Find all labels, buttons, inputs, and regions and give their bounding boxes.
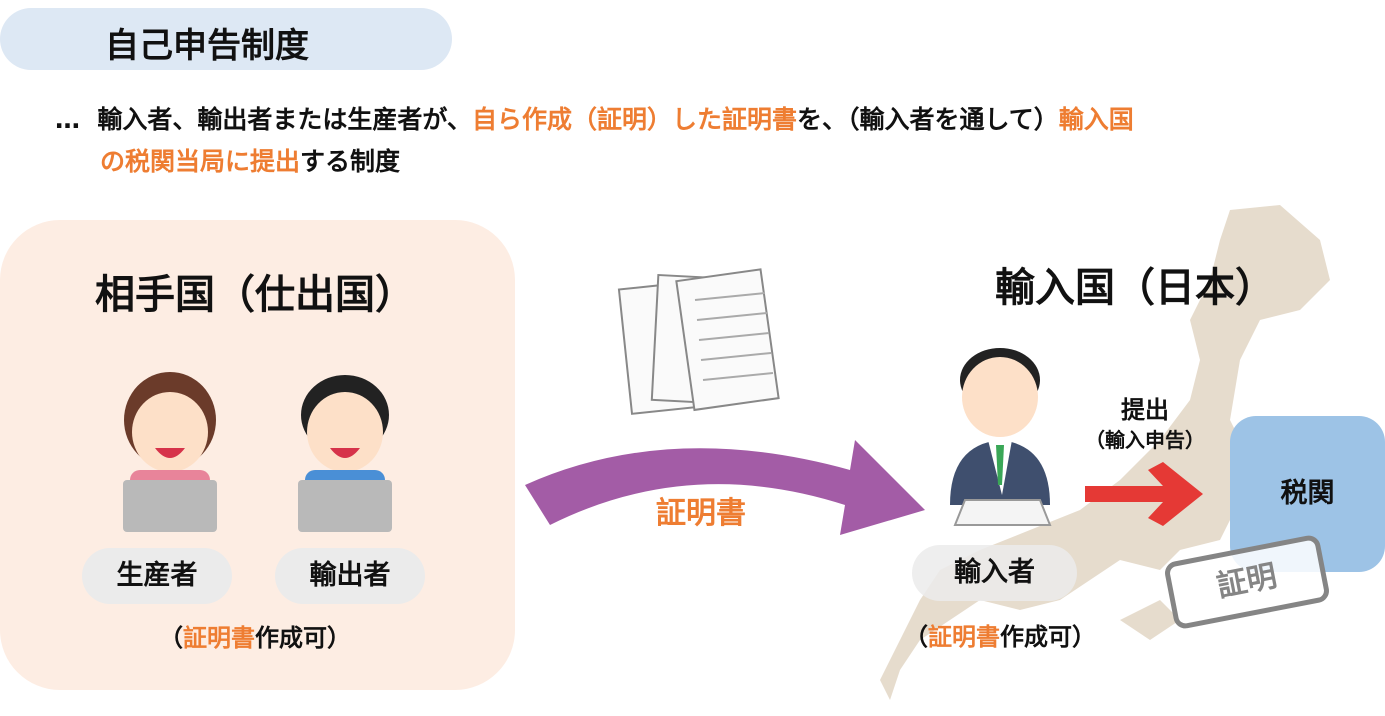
highlighted-text: 輸入国 bbox=[1058, 105, 1134, 134]
submit-sublabel: （輸入申告） bbox=[1085, 428, 1205, 452]
highlighted-text: の税関当局に提出 bbox=[100, 147, 301, 176]
submit-label: 提出 bbox=[1121, 396, 1169, 424]
certificate-flow-arrow bbox=[525, 440, 925, 535]
certificate-documents-icon bbox=[617, 268, 780, 415]
description-text: を、（輸入者を通して） bbox=[796, 105, 1059, 134]
exporting-country-panel bbox=[0, 220, 515, 690]
ellipsis: … bbox=[55, 105, 80, 134]
exporter-label: 輸出者 bbox=[275, 548, 425, 604]
note-rest: 作成可） bbox=[1000, 623, 1096, 651]
importer-note: （証明書作成可） bbox=[904, 617, 1096, 652]
description-text: 輸入者、輸出者または生産者が、 bbox=[97, 105, 472, 134]
arrow-label-text: 証明書 bbox=[656, 496, 746, 531]
woman-with-laptop-icon bbox=[123, 372, 217, 532]
exporter-note: （証明書作成可） bbox=[159, 618, 351, 653]
businessman-with-document-icon bbox=[950, 348, 1052, 526]
highlighted-text: 自ら作成（証明）した証明書 bbox=[471, 105, 797, 134]
page-title: 自己申告制度 bbox=[105, 26, 309, 66]
note-open: （ bbox=[159, 624, 183, 652]
man-with-laptop-icon bbox=[298, 375, 392, 532]
importing-country-title: 輸入国（日本） bbox=[995, 265, 1275, 311]
note-highlight: 証明書 bbox=[183, 624, 255, 652]
submit-arrow bbox=[1085, 462, 1203, 526]
importer-label: 輸入者 bbox=[912, 545, 1077, 601]
note-rest: 作成可） bbox=[255, 624, 351, 652]
arrow-label: 証明書 bbox=[656, 488, 746, 532]
description-line-1: … 輸入者、輸出者または生産者が、自ら作成（証明）した証明書を、（輸入者を通して… bbox=[55, 100, 1134, 136]
description-line-2: の税関当局に提出する制度 bbox=[100, 142, 400, 178]
title-banner: 自己申告制度 bbox=[0, 8, 452, 70]
description-text: する制度 bbox=[300, 147, 401, 176]
note-open: （ bbox=[904, 623, 928, 651]
note-highlight: 証明書 bbox=[928, 623, 1000, 651]
producer-label: 生産者 bbox=[82, 548, 232, 604]
exporting-country-title: 相手国（仕出国） bbox=[95, 272, 415, 318]
